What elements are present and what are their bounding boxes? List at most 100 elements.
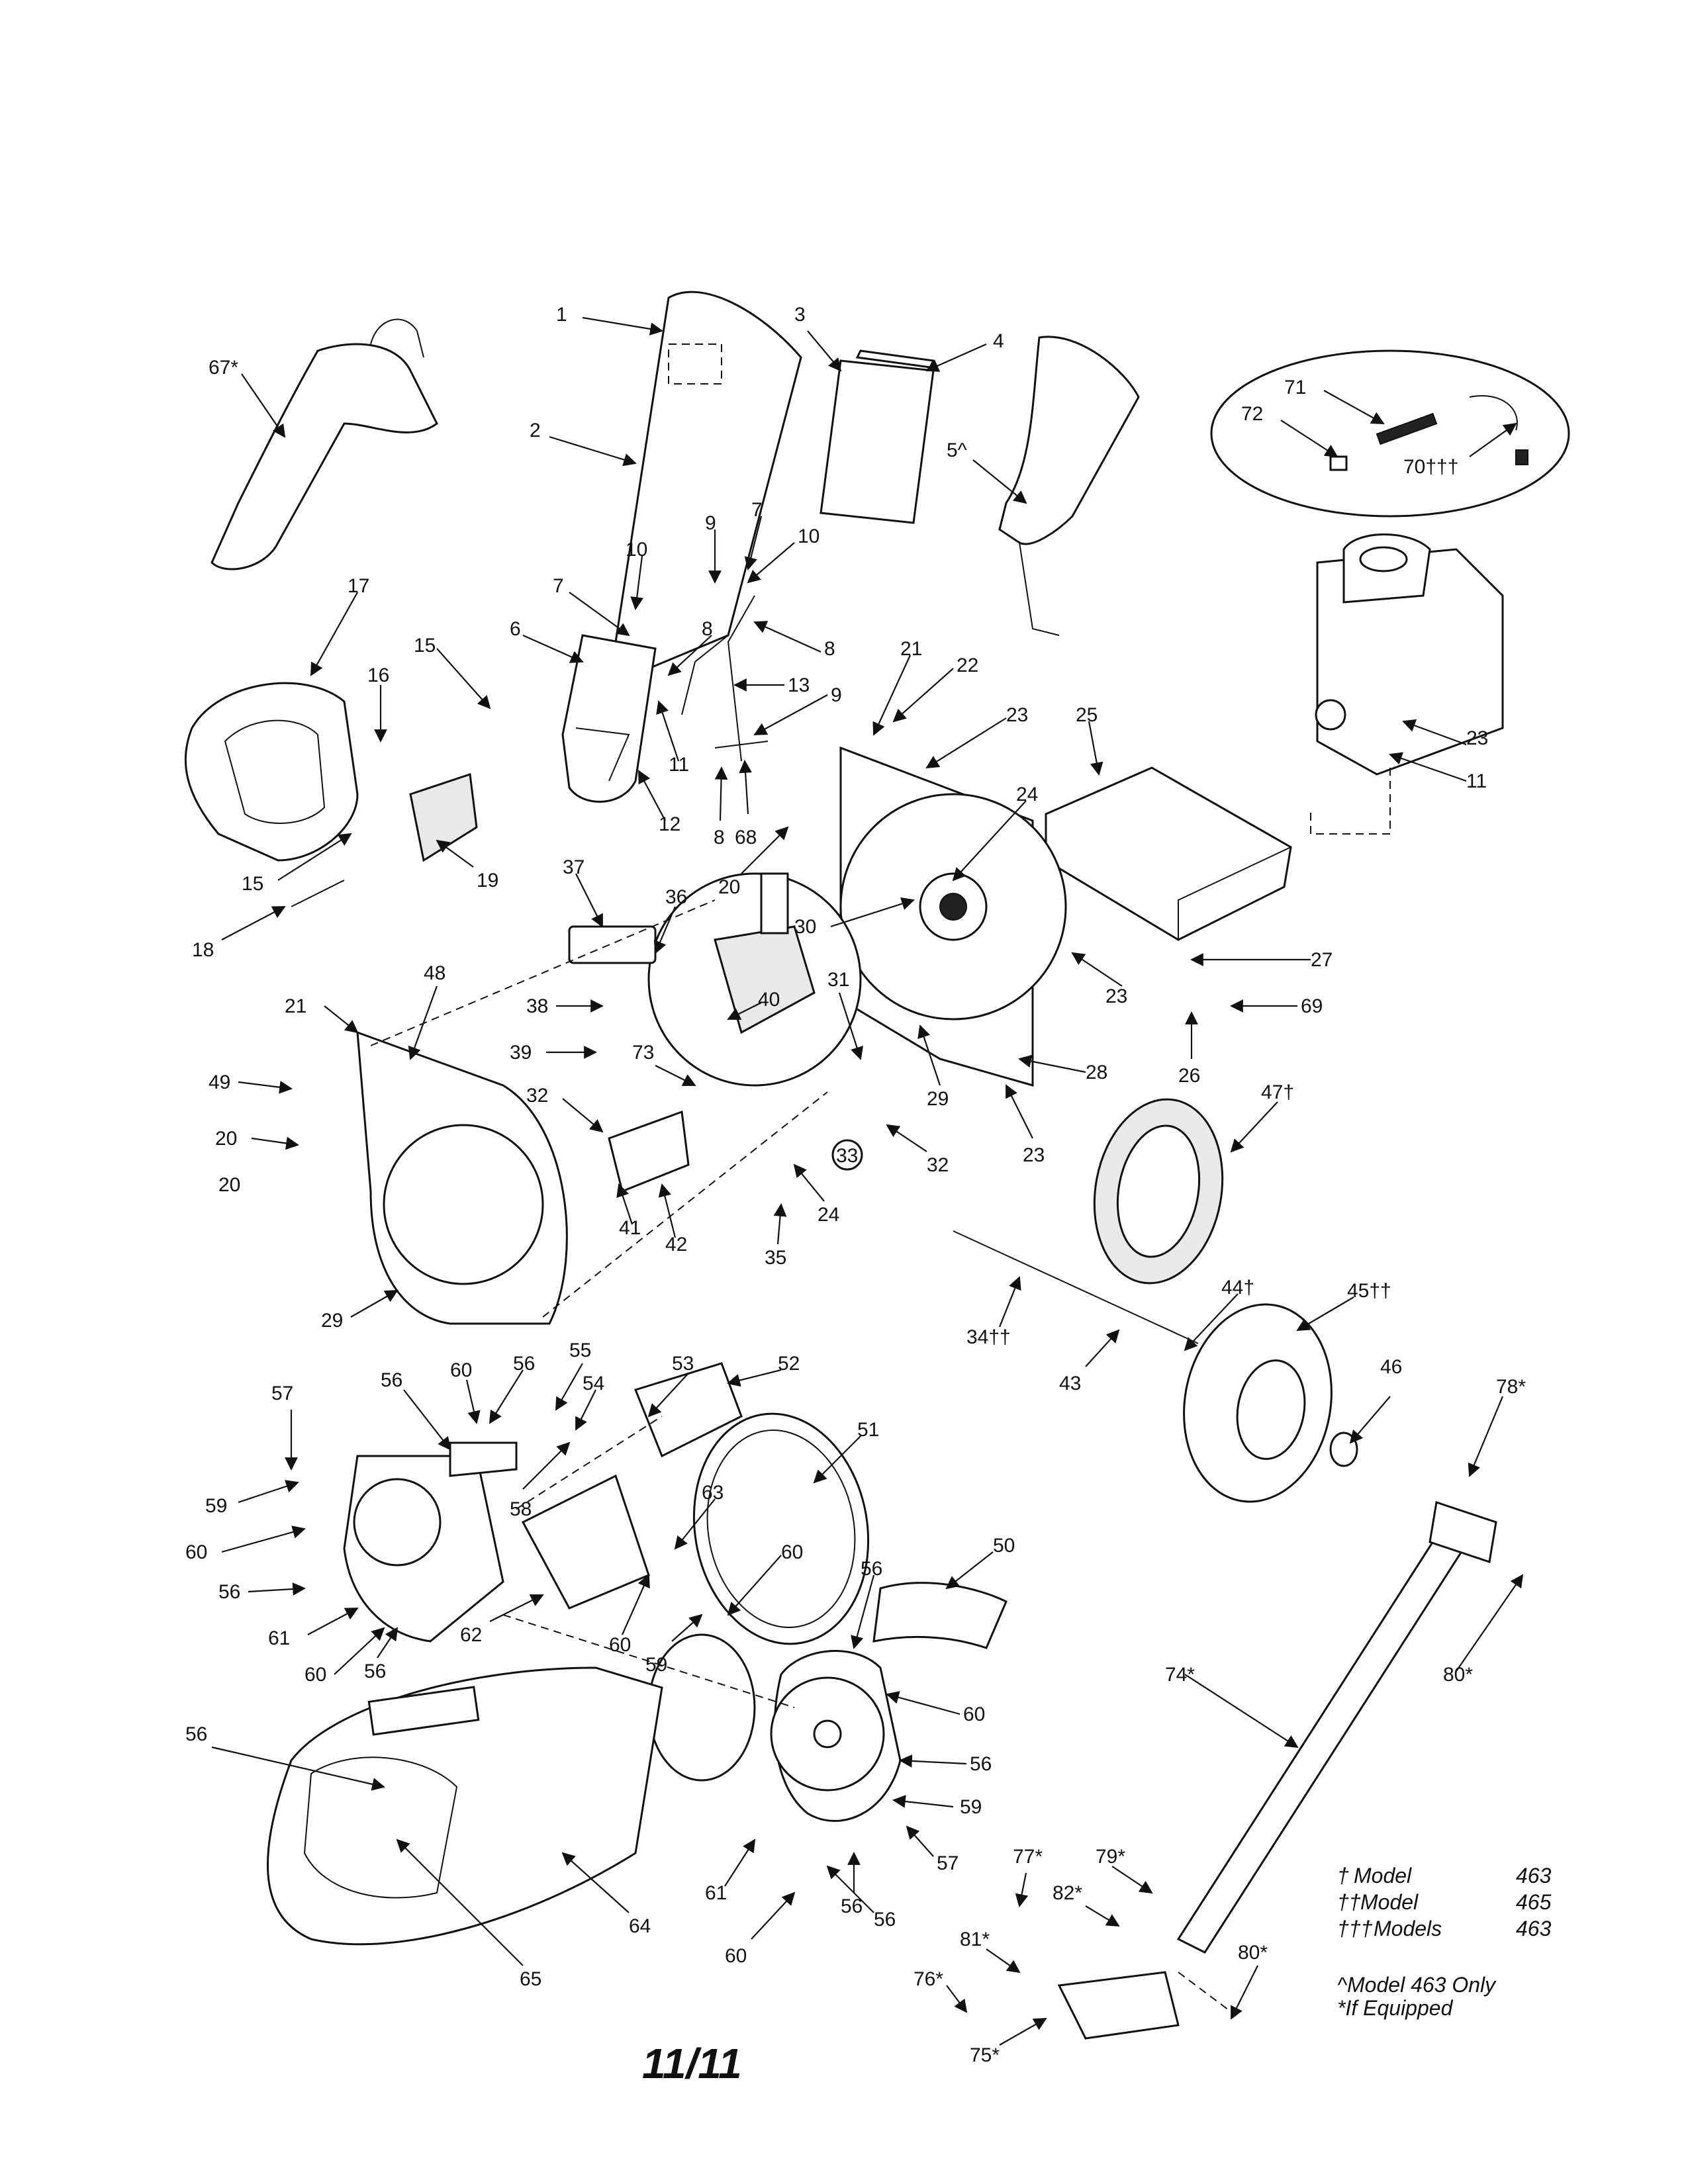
callout-22: 22 xyxy=(957,655,978,676)
legend-mark-2: †† xyxy=(1337,1890,1361,1914)
callout-76: 76* xyxy=(914,1968,943,1990)
callout-56a: 56 xyxy=(381,1369,402,1391)
legend-note-2: *If Equipped xyxy=(1337,1996,1454,2020)
callout-11b: 11 xyxy=(1466,770,1487,792)
callout-23b: 23 xyxy=(1466,727,1488,749)
callout-82: 82* xyxy=(1053,1882,1082,1904)
callout-23c: 23 xyxy=(1105,985,1127,1007)
callout-73: 73 xyxy=(632,1042,654,1064)
callout-25: 25 xyxy=(1076,704,1098,726)
callout-60b: 60 xyxy=(185,1541,207,1563)
callout-80a: 80* xyxy=(1443,1664,1473,1686)
callout-71: 71 xyxy=(1284,377,1306,398)
callout-8b: 8 xyxy=(824,638,835,660)
lever-13 xyxy=(714,595,769,762)
callout-59a: 59 xyxy=(205,1495,227,1517)
chute-6 xyxy=(561,634,657,803)
callout-42: 42 xyxy=(665,1234,687,1255)
hub-cap-46 xyxy=(1329,1432,1358,1467)
callout-13: 13 xyxy=(788,674,810,696)
callout-3: 3 xyxy=(794,304,806,326)
wheel-47 xyxy=(1093,1098,1224,1285)
callout-52: 52 xyxy=(778,1353,800,1375)
callout-57b: 57 xyxy=(937,1852,959,1874)
callout-56f: 56 xyxy=(970,1753,992,1775)
callout-7b: 7 xyxy=(751,499,763,521)
callout-8a: 8 xyxy=(702,618,713,640)
callout-75: 75* xyxy=(970,2044,1000,2066)
bracket-52 xyxy=(634,1362,743,1458)
callout-20c: 20 xyxy=(218,1174,240,1196)
callout-39: 39 xyxy=(510,1042,532,1064)
callout-68: 68 xyxy=(735,827,757,848)
spring-19 xyxy=(291,772,478,907)
knives-37 xyxy=(568,925,657,964)
callout-38: 38 xyxy=(526,995,548,1017)
callout-74: 74* xyxy=(1165,1664,1195,1686)
callout-41: 41 xyxy=(619,1217,641,1239)
callout-37: 37 xyxy=(563,856,585,878)
callout-80b: 80* xyxy=(1238,1942,1268,1964)
callout-56e: 56 xyxy=(861,1558,882,1580)
deflector-62 xyxy=(521,1474,650,1610)
callout-78: 78* xyxy=(1496,1376,1526,1398)
callout-79: 79* xyxy=(1096,1846,1125,1868)
fan-housing-right xyxy=(770,1650,902,1822)
callout-17: 17 xyxy=(348,575,369,597)
callout-61b: 61 xyxy=(705,1882,727,1904)
hopper-2 xyxy=(614,291,802,715)
callout-58: 58 xyxy=(510,1498,532,1520)
callout-65: 65 xyxy=(520,1968,541,1990)
handle-74 xyxy=(1176,1501,1497,1954)
callout-46: 46 xyxy=(1380,1356,1402,1378)
callout-62: 62 xyxy=(460,1624,482,1646)
fan-housing-left xyxy=(343,1441,518,1643)
callout-15b: 15 xyxy=(242,873,263,895)
callout-34: 34†† xyxy=(966,1326,1011,1348)
callout-26: 26 xyxy=(1178,1065,1200,1087)
legend-label-3: Models xyxy=(1374,1917,1442,1940)
callout-67: 67* xyxy=(209,357,238,379)
callout-24b: 24 xyxy=(818,1204,839,1226)
callout-77: 77* xyxy=(1013,1846,1043,1868)
cover-64 xyxy=(267,1666,663,1946)
inset-oval xyxy=(1210,349,1570,518)
callout-59c: 59 xyxy=(960,1796,982,1818)
legend-label-1: Model xyxy=(1354,1864,1412,1888)
callout-63: 63 xyxy=(702,1482,724,1504)
callout-47: 47† xyxy=(1261,1081,1294,1103)
callout-35: 35 xyxy=(765,1247,786,1269)
callout-7a: 7 xyxy=(553,575,564,597)
page-number: 11/11 xyxy=(642,2040,742,2087)
callout-12: 12 xyxy=(659,813,680,835)
callout-59b: 59 xyxy=(645,1654,667,1676)
callout-61a: 61 xyxy=(268,1627,290,1649)
front-housing-48 xyxy=(356,1030,568,1325)
callout-21b: 21 xyxy=(285,995,306,1017)
callout-21a: 21 xyxy=(900,638,922,660)
callout-15a: 15 xyxy=(414,635,436,657)
callout-40: 40 xyxy=(758,989,780,1011)
callouts: 1 2 3 4 5^ 6 7 7 8 8 8 9 9 10 10 11 11 1… xyxy=(185,304,1526,2066)
callout-29a: 29 xyxy=(927,1088,949,1110)
callout-56d: 56 xyxy=(364,1661,386,1682)
guard-17 xyxy=(184,682,359,862)
callout-20b: 20 xyxy=(215,1128,237,1150)
callout-56h: 56 xyxy=(185,1723,207,1745)
callout-56i: 56 xyxy=(841,1895,863,1917)
legend-value-1: 463 xyxy=(1516,1864,1552,1888)
callout-44: 44† xyxy=(1221,1277,1254,1298)
callout-60a: 60 xyxy=(450,1359,472,1381)
callout-60e: 60 xyxy=(781,1541,803,1563)
callout-23d: 23 xyxy=(1023,1144,1045,1166)
callout-28: 28 xyxy=(1086,1062,1107,1083)
callout-81: 81* xyxy=(960,1929,990,1950)
discharge-50 xyxy=(872,1582,1008,1649)
callout-27: 27 xyxy=(1311,949,1333,971)
callout-11a: 11 xyxy=(669,754,689,776)
legend-value-2: 465 xyxy=(1516,1890,1552,1914)
callout-4: 4 xyxy=(993,330,1004,352)
callout-69: 69 xyxy=(1301,995,1323,1017)
callout-2: 2 xyxy=(530,420,541,441)
chute-5 xyxy=(998,336,1140,636)
